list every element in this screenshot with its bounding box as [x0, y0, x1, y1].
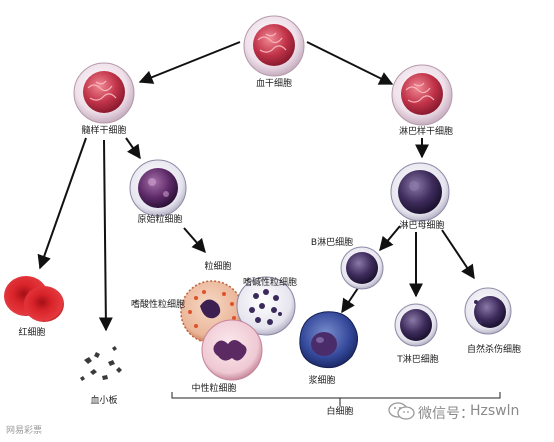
label-myeloblast: 原始粒细胞 — [137, 215, 183, 225]
white-cell-bracket — [171, 392, 501, 406]
platelets — [80, 346, 122, 381]
arrow-myeloid-to-myeloblast — [125, 137, 141, 160]
source-watermark-text: 网易彩票 — [6, 426, 43, 436]
label-eosinophil: 嗜酸性粒细胞 — [130, 300, 186, 310]
neutrophil-cell — [201, 319, 263, 381]
label-red-cell: 红细胞 — [18, 328, 46, 338]
label-white-cell: 白细胞 — [326, 407, 354, 417]
arrow-myeloid-to-red — [37, 137, 87, 270]
label-neutrophil: 中性粒细胞 — [191, 384, 237, 394]
label-plasma-cell: 浆细胞 — [308, 376, 336, 386]
label-stem-cell: 血干细胞 — [255, 79, 293, 89]
lymphoid-stem-cell — [391, 64, 453, 126]
arrows — [37, 41, 475, 332]
label-nk-cell: 自然杀伤细胞 — [466, 345, 522, 355]
arrow-lymphoblast-to-b — [379, 225, 401, 252]
basophil-cell — [236, 276, 296, 336]
arrow-myeloblast-to-granulocyte — [183, 227, 206, 254]
label-myeloid-stem-cell: 髓样干细胞 — [81, 126, 127, 136]
label-granulocyte: 粒细胞 — [204, 262, 232, 272]
nk-cell — [464, 287, 512, 335]
plasma-cell — [299, 311, 358, 369]
label-t-lymphocyte: T淋巴细胞 — [397, 355, 439, 365]
source-watermark: 网易彩票 — [6, 423, 42, 436]
arrow-lymphoblast-to-nk — [441, 229, 475, 280]
myeloid-stem-cell — [73, 62, 135, 124]
label-basophil: 嗜碱性粒细胞 — [242, 278, 298, 288]
myeloblast-cell — [129, 159, 187, 217]
wechat-watermark: 微信号：Hzswln — [418, 403, 519, 423]
label-lymphoblast: 淋巴母细胞 — [399, 221, 445, 231]
arrow-stem-to-lymphoid — [306, 41, 394, 85]
t-lymphocyte-cell — [394, 303, 438, 347]
b-lymphocyte-cell — [340, 246, 384, 290]
red-blood-cells — [4, 276, 64, 322]
label-lymphoid-stem-cell: 淋巴样干细胞 — [398, 127, 454, 137]
arrow-stem-to-myeloid — [138, 41, 241, 84]
wechat-account: Hzswln — [470, 403, 520, 419]
wechat-icon — [388, 402, 415, 420]
lymphoblast-cell — [390, 162, 450, 222]
wechat-label: 微信号： — [418, 406, 474, 422]
stem-cell — [243, 15, 305, 77]
arrow-myeloid-to-platelet — [98, 139, 113, 332]
arrow-b-to-plasma — [341, 287, 359, 314]
label-b-lymphocyte: B淋巴细胞 — [310, 238, 354, 248]
label-platelet: 血小板 — [90, 396, 118, 406]
